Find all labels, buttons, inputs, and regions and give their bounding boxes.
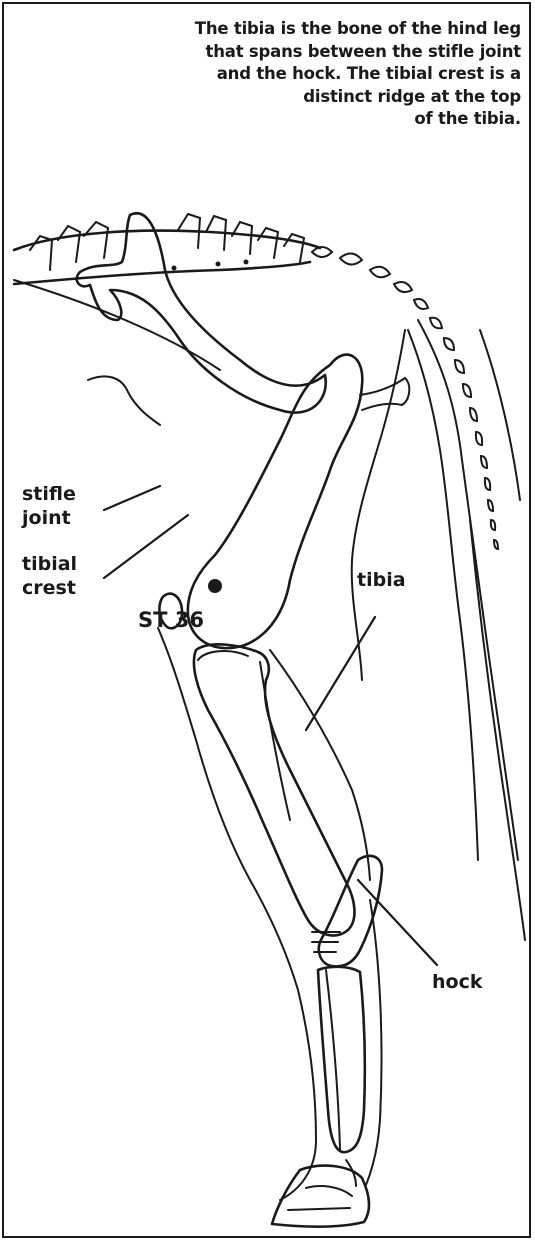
stifle-joint-label-line1: stifle (22, 483, 76, 505)
st36-label: ST 36 (138, 608, 204, 632)
stifle-joint-leader (104, 486, 160, 510)
tibia-label: tibia (357, 569, 406, 591)
tibia-leader (306, 617, 375, 730)
hock-label: hock (432, 971, 483, 993)
stifle-joint-label-line2: joint (21, 507, 71, 529)
cannon-bone (318, 967, 365, 1152)
tibial-crest-label-line1: tibial (22, 553, 77, 575)
hock-leader (358, 880, 437, 965)
st36-point-marker (208, 579, 222, 593)
tibial-crest-leader (104, 515, 188, 578)
pelvis (77, 213, 326, 412)
femur (188, 355, 362, 649)
tibial-crest-label-line2: crest (22, 577, 76, 599)
